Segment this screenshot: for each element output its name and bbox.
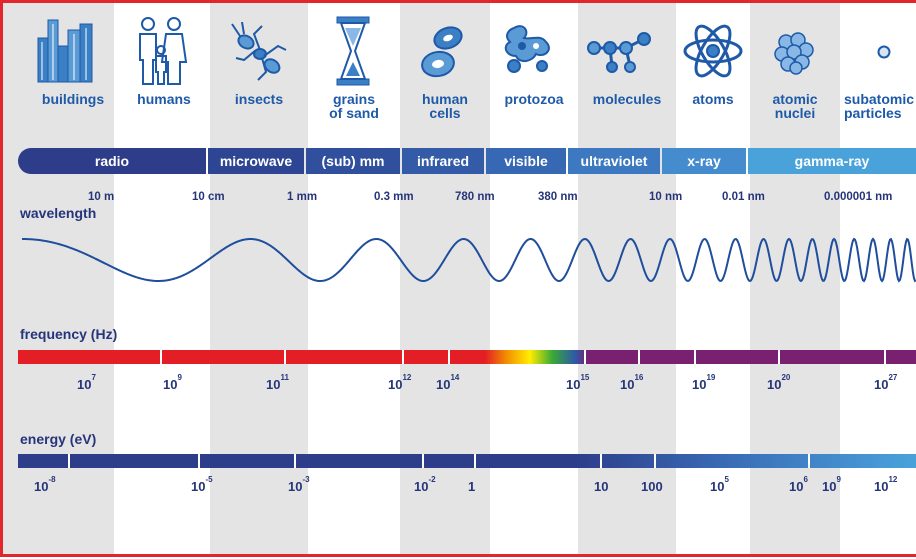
wavelength-tick: 0.000001 nm (824, 191, 893, 203)
frequency-label: 1015 (566, 373, 590, 392)
energy-label: 10-8 (34, 475, 56, 494)
band-ultraviolet: ultraviolet (568, 148, 660, 174)
band-infrared: infrared (402, 148, 484, 174)
object-label-humans: humans (137, 91, 191, 107)
band-xray: x-ray (662, 148, 746, 174)
band-visible: visible (486, 148, 566, 174)
energy-label: 109 (822, 475, 841, 494)
frequency-tick-mark (694, 350, 696, 364)
hourglass-icon (336, 16, 370, 86)
energy-tick-mark (198, 454, 200, 468)
frequency-label: 1012 (388, 373, 412, 392)
energy-label: 105 (710, 475, 729, 494)
object-label-protozoa: protozoa (504, 91, 564, 107)
object-label-molecules: molecules (592, 91, 662, 107)
insect-icon (226, 22, 290, 82)
energy-tick-mark (654, 454, 656, 468)
frequency-label: 1027 (874, 373, 898, 392)
band-radio: radio (18, 148, 206, 174)
energy-tick-mark (600, 454, 602, 468)
frequency-label: 1019 (692, 373, 716, 392)
nucleus-icon (772, 28, 816, 76)
buildings-icon (36, 16, 94, 84)
wavelength-wave (22, 237, 916, 283)
molecule-icon (586, 30, 656, 74)
energy-label: 106 (789, 475, 808, 494)
energy-title: energy (eV) (20, 431, 97, 447)
energy-bar (18, 454, 916, 468)
wavelength-tick: 0.3 mm (374, 191, 414, 203)
object-label-buildings: buildings (41, 91, 105, 107)
band-microwave: microwave (208, 148, 304, 174)
wavelength-tick: 10 m (88, 191, 115, 203)
energy-label: 1 (468, 479, 476, 494)
energy-tick-mark (808, 454, 810, 468)
frequency-bar (18, 350, 916, 364)
frequency-title: frequency (Hz) (20, 326, 118, 342)
energy-label: 1012 (874, 475, 898, 494)
frequency-tick-mark (884, 350, 886, 364)
particle-icon (876, 44, 892, 60)
energy-label: 10-2 (414, 475, 436, 494)
wavelength-tick: 10 nm (649, 191, 683, 203)
frequency-tick-mark (778, 350, 780, 364)
wavelength-tick: 1 mm (287, 191, 318, 203)
wavelength-tick: 780 nm (455, 191, 495, 203)
frequency-tick-mark (284, 350, 286, 364)
energy-label: 100 (641, 479, 663, 494)
frequency-label: 109 (163, 373, 182, 392)
frequency-tick-mark (402, 350, 404, 364)
band-gammaray: gamma-ray (748, 148, 916, 174)
energy-label: 10-3 (288, 475, 310, 494)
frequency-tick-mark (160, 350, 162, 364)
wavelength-tick: 0.01 nm (722, 191, 765, 203)
frequency-label: 1011 (266, 373, 289, 392)
energy-tick-mark (294, 454, 296, 468)
wavelength-tick: 380 nm (538, 191, 578, 203)
cells-icon (418, 24, 466, 80)
atom-icon (682, 20, 744, 82)
wavelength-title: wavelength (20, 205, 97, 221)
energy-tick-mark (68, 454, 70, 468)
energy-label: 10 (594, 479, 609, 494)
energy-tick-mark (422, 454, 424, 468)
frequency-tick-mark (584, 350, 586, 364)
wavelength-tick: 10 cm (192, 191, 225, 203)
frequency-label: 107 (77, 373, 96, 392)
wave-curve (22, 237, 916, 283)
frequency-label: 1014 (436, 373, 460, 392)
frequency-label: 1020 (767, 373, 791, 392)
energy-label: 10-5 (191, 475, 213, 494)
frequency-tick-mark (448, 350, 450, 364)
energy-tick-mark (474, 454, 476, 468)
spectrum-band-bar: radio microwave (sub) mm infrared visibl… (18, 148, 916, 174)
protozoa-icon (500, 22, 558, 78)
band-submm: (sub) mm (306, 148, 400, 174)
object-label-insects: insects (234, 91, 284, 107)
frequency-tick-mark (638, 350, 640, 364)
humans-icon (136, 16, 192, 88)
frequency-label: 1016 (620, 373, 644, 392)
object-label-atoms: atoms (692, 91, 734, 107)
